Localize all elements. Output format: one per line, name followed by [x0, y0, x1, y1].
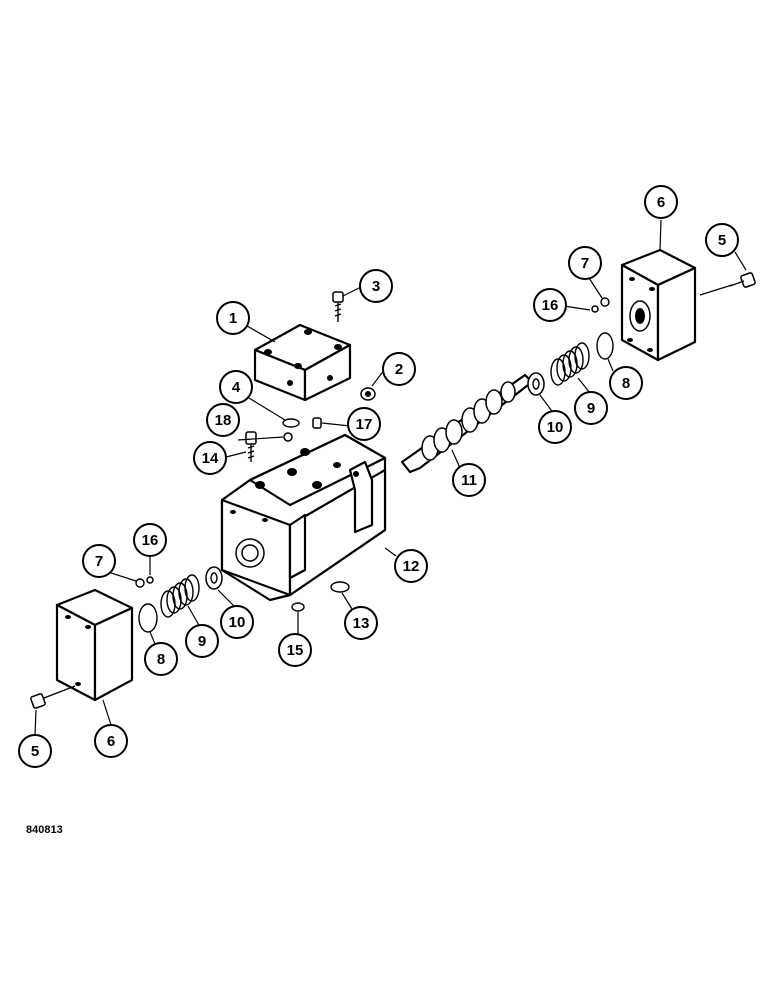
callout-14: 14	[193, 441, 227, 475]
top-cover-block	[253, 323, 352, 402]
callout-7-right: 7	[568, 246, 602, 280]
callout-6-left: 6	[94, 724, 128, 758]
end-cap-left	[55, 588, 134, 702]
svg-text:14: 14	[202, 450, 219, 467]
callout-3: 3	[359, 269, 393, 303]
cap-screw-14	[245, 431, 257, 462]
svg-text:12: 12	[403, 558, 420, 575]
washer-10-right	[527, 372, 545, 396]
callout-1: 1	[216, 301, 250, 335]
spring-9-right	[550, 342, 590, 386]
plug	[360, 387, 376, 401]
cap-screw-5-right	[699, 272, 756, 296]
o-ring-8-left	[138, 603, 158, 633]
callout-2: 2	[382, 352, 416, 386]
svg-text:9: 9	[198, 633, 206, 650]
o-ring-7-left	[135, 578, 145, 588]
svg-text:13: 13	[353, 615, 370, 632]
callout-11: 11	[452, 463, 486, 497]
callout-15: 15	[278, 633, 312, 667]
o-ring-7-right	[600, 297, 610, 307]
svg-text:6: 6	[657, 194, 665, 211]
svg-text:7: 7	[581, 255, 589, 272]
svg-text:15: 15	[287, 642, 304, 659]
svg-text:3: 3	[372, 278, 380, 295]
svg-text:11: 11	[461, 472, 477, 489]
svg-text:8: 8	[157, 651, 165, 668]
svg-text:4: 4	[232, 379, 241, 396]
cap-screw-top	[332, 291, 344, 322]
callout-12: 12	[394, 549, 428, 583]
callout-5-left: 5	[18, 734, 52, 768]
spool	[400, 373, 534, 474]
o-ring-15	[291, 602, 305, 612]
svg-text:10: 10	[547, 419, 564, 436]
callout-8-left: 8	[144, 642, 178, 676]
plug-17	[312, 417, 322, 429]
svg-text:17: 17	[356, 416, 373, 433]
svg-text:5: 5	[718, 232, 726, 249]
svg-text:1: 1	[229, 310, 237, 327]
callout-10-left: 10	[220, 605, 254, 639]
o-ring-4	[282, 418, 300, 428]
leader-lines	[34, 219, 747, 736]
callout-6-right: 6	[644, 185, 678, 219]
svg-text:10: 10	[229, 614, 246, 631]
callout-9-left: 9	[185, 624, 219, 658]
callouts: 1 2 3 4 5 5 6 6	[18, 185, 739, 768]
callout-7-left: 7	[82, 544, 116, 578]
callout-10-right: 10	[538, 410, 572, 444]
ball-16-left	[146, 576, 154, 584]
svg-text:18: 18	[215, 412, 232, 429]
svg-text:7: 7	[95, 553, 103, 570]
ball-16-right	[591, 305, 599, 313]
callout-18: 18	[206, 403, 240, 437]
o-ring-13	[330, 581, 350, 593]
callout-17: 17	[347, 407, 381, 441]
callout-13: 13	[344, 606, 378, 640]
svg-text:2: 2	[395, 361, 403, 378]
callout-9-right: 9	[574, 391, 608, 425]
callout-16-right: 16	[533, 288, 567, 322]
valve-body	[220, 433, 387, 602]
callout-16-left: 16	[133, 523, 167, 557]
spring-9-left	[160, 574, 200, 618]
callout-4: 4	[219, 370, 253, 404]
svg-text:5: 5	[31, 743, 39, 760]
svg-text:16: 16	[542, 297, 559, 314]
washer-10-left	[205, 566, 223, 590]
svg-text:16: 16	[142, 532, 159, 549]
svg-text:9: 9	[587, 400, 595, 417]
end-cap-right	[620, 248, 697, 362]
svg-text:8: 8	[622, 375, 630, 392]
callout-5-right: 5	[705, 223, 739, 257]
cap-screw-5-left	[30, 685, 76, 709]
svg-text:6: 6	[107, 733, 115, 750]
o-ring-8-right	[596, 332, 614, 360]
callout-8-right: 8	[609, 366, 643, 400]
figure-reference: 840813	[26, 824, 63, 836]
ball-18	[283, 432, 293, 442]
